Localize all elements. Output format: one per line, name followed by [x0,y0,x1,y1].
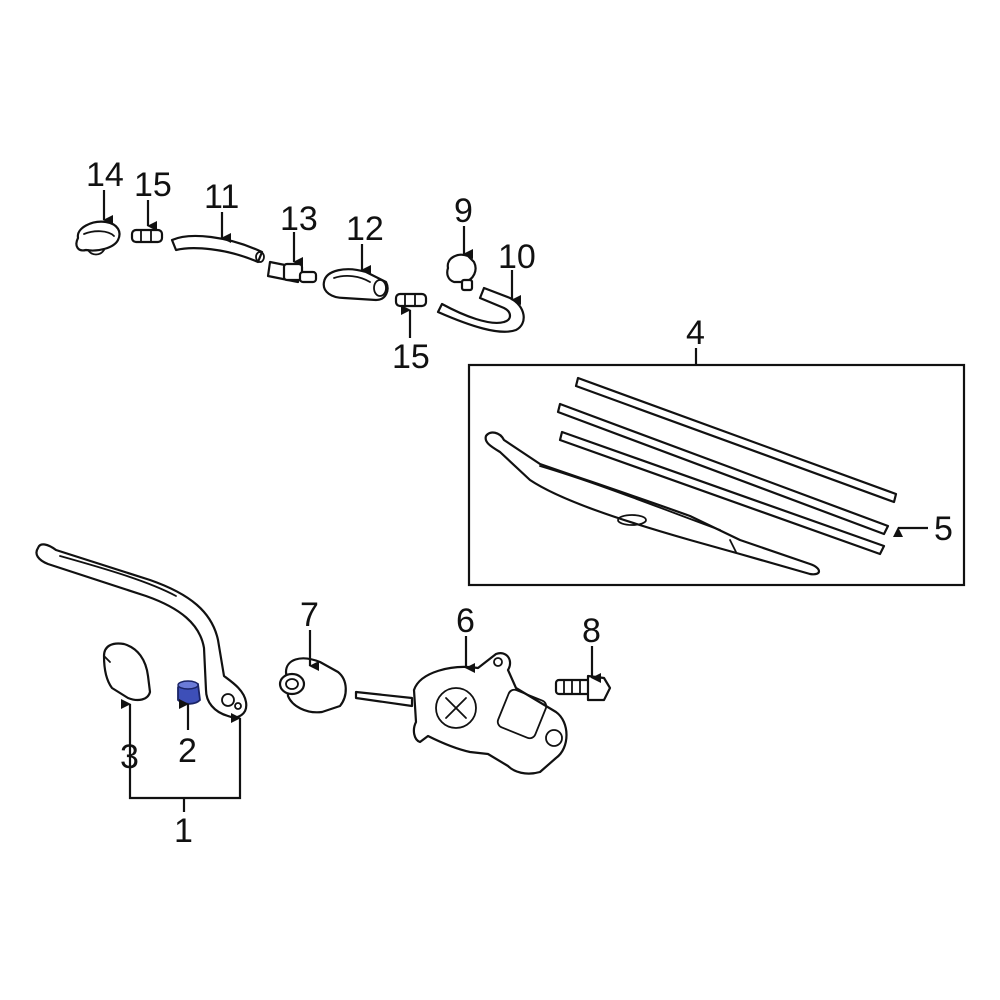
callout-8: 8 [582,612,601,650]
motor-seal-part-7[interactable] [278,657,347,714]
bent-hose-part-10[interactable] [436,286,525,333]
wiper-blade-part-4[interactable] [484,431,821,576]
callout-labels: 14 15 11 13 12 9 10 15 4 5 7 6 8 3 2 1 [86,156,953,850]
arm-nut-part-2[interactable] [177,680,201,705]
wiper-motor-part-6[interactable] [354,652,568,775]
blade-assembly-frame [467,363,966,587]
callout-4: 4 [686,314,705,352]
callout-7: 7 [300,596,319,634]
callout-5: 5 [934,510,953,548]
blade-refill-part-5[interactable] [556,376,898,556]
callout-15-top: 15 [134,166,172,204]
hose-joint-part-13[interactable] [266,260,318,284]
hose-connector-part-15-left[interactable] [130,228,164,244]
callout-9: 9 [454,192,473,230]
leader-lines [102,190,928,812]
callout-10: 10 [498,238,536,276]
callout-15-bottom: 15 [392,338,430,376]
callout-3: 3 [120,738,139,776]
wiper-arm-part-1[interactable] [35,543,248,719]
callout-1: 1 [174,812,193,850]
mounting-bolt-part-8[interactable] [554,674,612,702]
callout-11: 11 [204,178,239,216]
arm-cap-part-3[interactable] [102,642,152,702]
callout-6: 6 [456,602,475,640]
washer-hose-part-11[interactable] [170,234,265,264]
check-valve-part-9[interactable] [446,253,477,292]
hose-connector-part-15-right[interactable] [394,292,428,308]
callout-13: 13 [280,200,318,238]
hose-grommet-part-12[interactable] [322,268,389,302]
callout-12: 12 [346,210,384,248]
callout-2: 2 [178,732,197,770]
callout-14: 14 [86,156,124,194]
washer-nozzle-part-14[interactable] [75,220,121,256]
